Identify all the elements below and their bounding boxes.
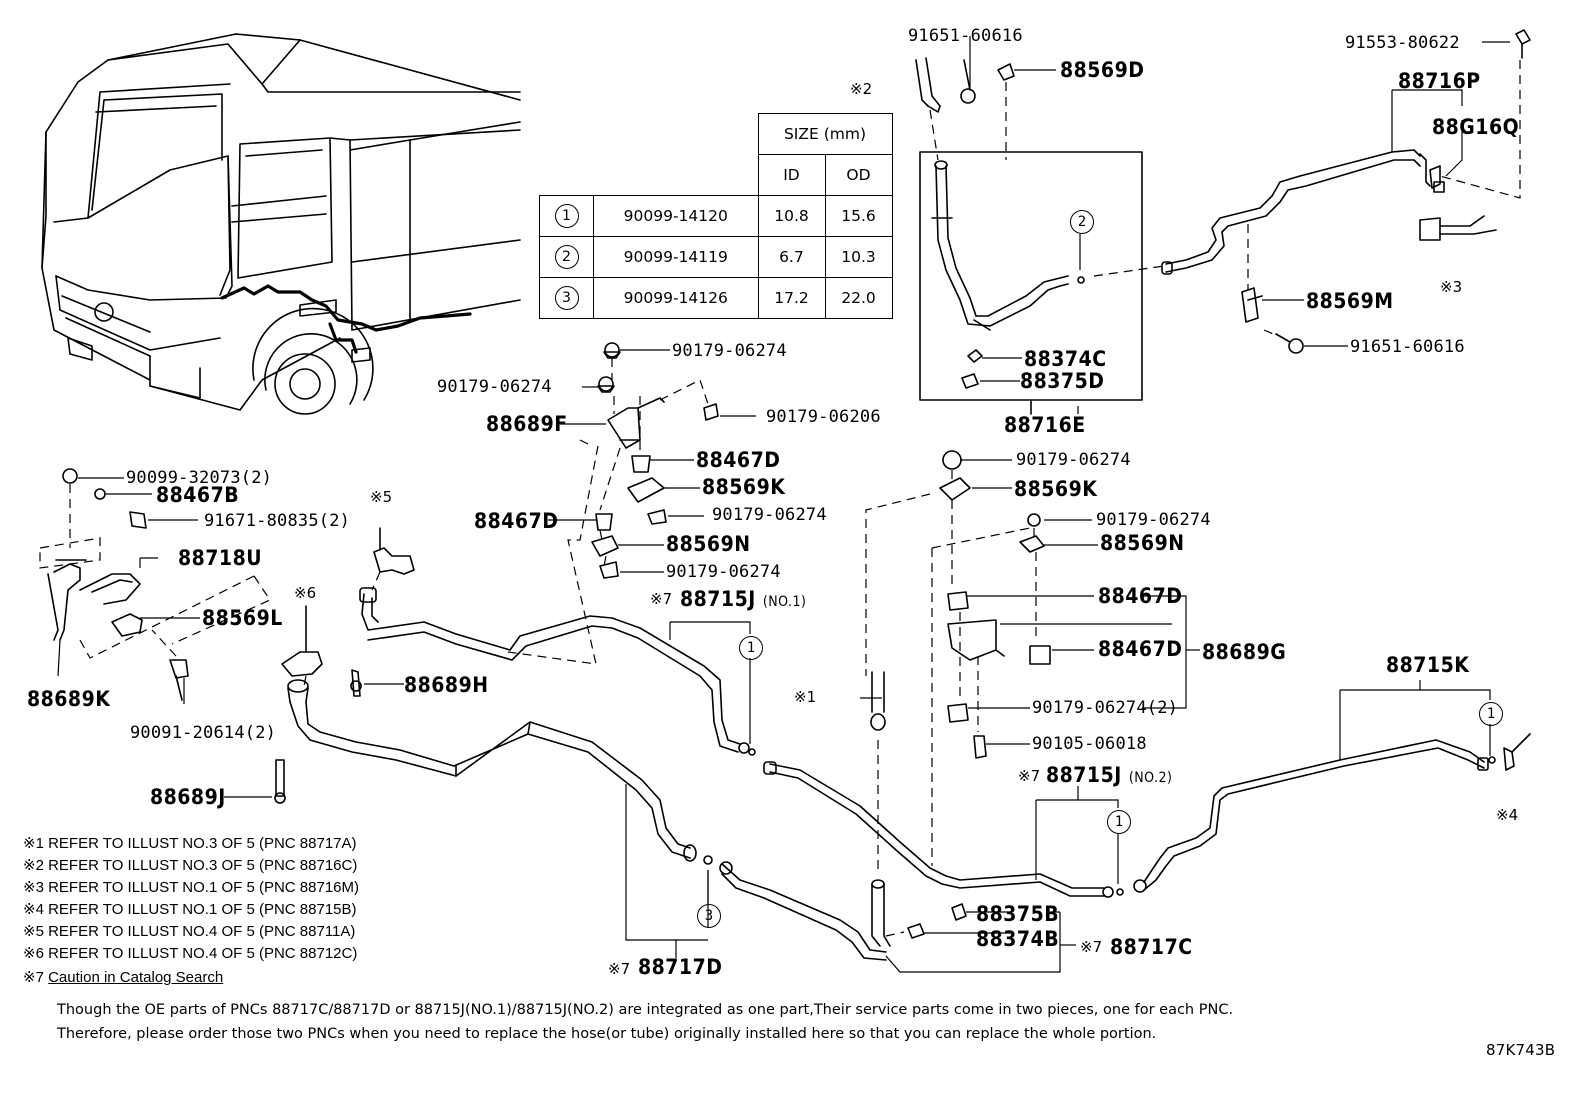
part-label[interactable]: 88689K	[27, 687, 111, 711]
reference-mark: ※2	[850, 80, 873, 98]
part-label[interactable]: 88467D	[696, 448, 781, 472]
od-column-header: OD	[824, 154, 893, 196]
size-id: 10.8	[757, 195, 826, 237]
size-part-number: 90099-14126	[593, 277, 759, 319]
reference-mark: ※4	[1496, 806, 1519, 824]
reference-note: ※5 REFER TO ILLUST NO.4 OF 5 (PNC 88711A…	[23, 923, 356, 940]
part-label[interactable]: 88716E	[1004, 413, 1086, 437]
reference-mark: ※7	[1018, 767, 1041, 785]
part-label[interactable]: 88467D	[474, 509, 559, 533]
size-ref-circle: 1	[739, 636, 763, 660]
part-label[interactable]: 88569D	[1060, 58, 1145, 82]
truck-hose-route	[220, 284, 472, 354]
part-label[interactable]: 91671-80835(2)	[204, 511, 351, 531]
part-label[interactable]: 90179-06274	[437, 377, 552, 397]
part-label[interactable]: 90179-06206	[766, 407, 881, 427]
size-part-number: 90099-14120	[593, 195, 759, 237]
part-label[interactable]: 88718U	[178, 546, 263, 570]
reference-note: ※2 REFER TO ILLUST NO.3 OF 5 (PNC 88716C…	[23, 857, 358, 874]
part-label[interactable]: 90179-06274	[712, 505, 827, 525]
size-id: 6.7	[757, 236, 826, 278]
reference-note: ※4 REFER TO ILLUST NO.1 OF 5 (PNC 88715B…	[23, 901, 357, 918]
truck-cab-illustration	[41, 33, 521, 415]
size-od: 15.6	[824, 195, 893, 237]
part-label[interactable]: 91553-80622	[1345, 33, 1460, 53]
size-row: 3 90099-14126 17.2 22.0	[539, 277, 893, 319]
bracket-88689f-cluster	[591, 342, 719, 579]
reference-note-7: ※7 Caution in Catalog Search	[23, 969, 224, 986]
size-ref-circle: 1	[1107, 810, 1131, 834]
footer-text: Therefore, please order those two PNCs w…	[57, 1026, 1157, 1042]
reference-mark: ※6	[294, 584, 317, 602]
part-label[interactable]: 88715J (NO.1)	[680, 587, 807, 611]
part-label[interactable]: 90091-20614(2)	[130, 723, 277, 743]
part-label[interactable]: 90179-06274	[1096, 510, 1211, 530]
reference-note: ※3 REFER TO ILLUST NO.1 OF 5 (PNC 88716M…	[23, 879, 360, 896]
hose-88715k	[1133, 733, 1531, 893]
size-part-number: 90099-14119	[593, 236, 759, 278]
part-label[interactable]: 88375B	[976, 902, 1060, 926]
part-label[interactable]: 90179-06274	[672, 341, 787, 361]
part-label[interactable]: 88374B	[976, 927, 1060, 951]
size-row: 2 90099-14119 6.7 10.3	[539, 236, 893, 278]
part-label[interactable]: 91651-60616	[1350, 337, 1465, 357]
reference-mark: ※3	[1440, 278, 1463, 296]
part-label[interactable]: 88467B	[156, 483, 240, 507]
part-label[interactable]: 88569N	[1100, 531, 1185, 555]
part-label[interactable]: 88715J (NO.2)	[1046, 763, 1173, 787]
hose-88716e	[931, 160, 1085, 331]
part-label[interactable]: 88689F	[486, 412, 568, 436]
hose-88717c	[719, 671, 891, 961]
part-label[interactable]: 88467D	[1098, 584, 1183, 608]
part-label[interactable]: 88374C	[1024, 347, 1107, 371]
reference-mark: ※5	[370, 488, 393, 506]
size-row: 1 90099-14120 10.8 15.6	[539, 195, 893, 237]
part-label[interactable]: 88569K	[1014, 477, 1098, 501]
part-label[interactable]: 88717D	[638, 955, 723, 979]
part-label[interactable]: 88569M	[1306, 289, 1394, 313]
hose-88715j	[763, 761, 1124, 898]
part-label[interactable]: 88467D	[1098, 637, 1183, 661]
part-label[interactable]: 88569K	[702, 475, 786, 499]
size-id: 17.2	[757, 277, 826, 319]
caution-link[interactable]: Caution in Catalog Search	[48, 969, 224, 986]
size-ref-circle: 3	[697, 904, 721, 928]
part-label[interactable]: 88716P	[1398, 69, 1481, 93]
part-label[interactable]: 88689J	[150, 785, 226, 809]
diagram-id: 87K743B	[1486, 1041, 1556, 1059]
hose-88689h-88717d	[287, 587, 756, 865]
part-label[interactable]: 88569L	[202, 606, 283, 630]
size-od: 10.3	[824, 236, 893, 278]
bracket-88689g-cluster	[939, 450, 1051, 759]
id-column-header: ID	[757, 154, 826, 196]
part-label[interactable]: 88717C	[1110, 935, 1193, 959]
pipe-88716p	[1161, 149, 1445, 275]
part-label[interactable]: 91651-60616	[908, 26, 1023, 46]
part-label[interactable]: 90179-06274(2)	[1032, 698, 1179, 718]
part-label[interactable]: 88569N	[666, 532, 751, 556]
part-label[interactable]: 88G16Q	[1432, 115, 1520, 139]
size-ref-circle: 1	[1479, 702, 1503, 726]
part-label[interactable]: 88715K	[1386, 653, 1470, 677]
part-label[interactable]: 90099-32073(2)	[126, 468, 273, 488]
part-label[interactable]: 90179-06274	[1016, 450, 1131, 470]
size-od: 22.0	[824, 277, 893, 319]
reference-mark: ※7	[650, 590, 673, 608]
part-label[interactable]: 88689G	[1202, 640, 1287, 664]
size-ref-circle: 2	[1070, 210, 1094, 234]
footer-text: Though the OE parts of PNCs 88717C/88717…	[57, 1002, 1234, 1018]
part-label[interactable]: 90105-06018	[1032, 734, 1147, 754]
reference-mark: ※7	[1080, 938, 1103, 956]
reference-mark: ※7	[608, 960, 631, 978]
part-label[interactable]: 90179-06274	[666, 562, 781, 582]
part-label[interactable]: 88689H	[404, 673, 489, 697]
hose-size-table: SIZE (mm) ID OD 1 90099-14120 10.8 15.6 …	[539, 113, 893, 319]
reference-note: ※1 REFER TO ILLUST NO.3 OF 5 (PNC 88717A…	[23, 835, 357, 852]
reference-mark: ※1	[794, 688, 817, 706]
part-label[interactable]: 88375D	[1020, 369, 1105, 393]
reference-note: ※6 REFER TO ILLUST NO.4 OF 5 (PNC 88712C…	[23, 945, 358, 962]
size-header: SIZE (mm)	[757, 113, 893, 155]
